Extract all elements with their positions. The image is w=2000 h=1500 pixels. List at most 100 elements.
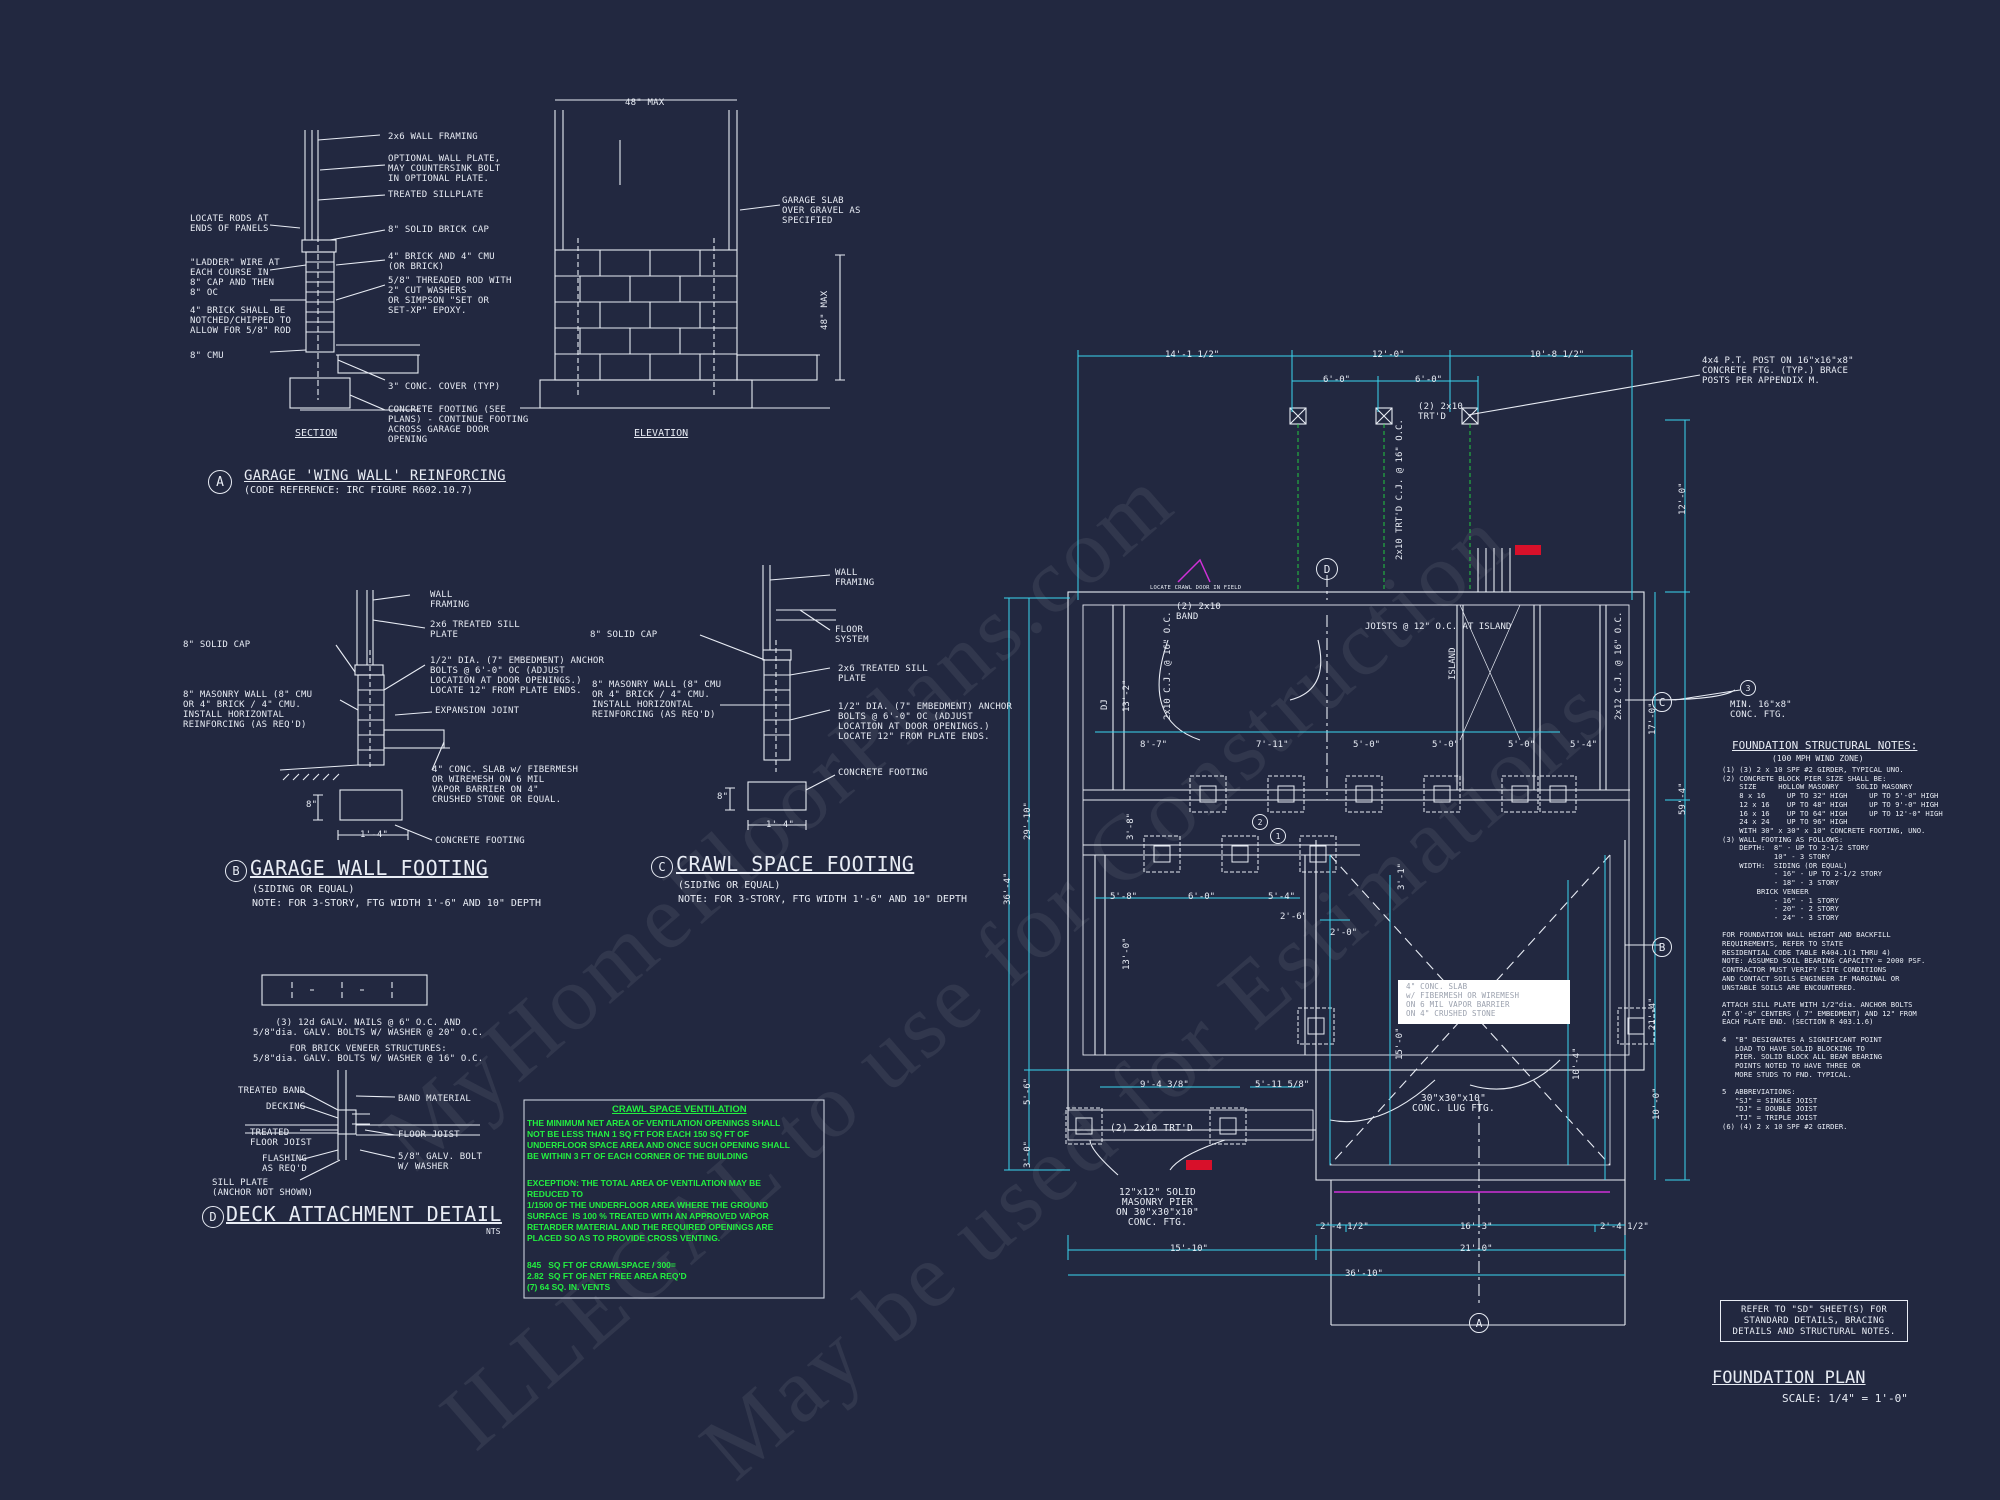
- plan-scale: SCALE: 1/4" = 1'-0": [1782, 1392, 1908, 1405]
- detail-c-label-7: CONCRETE FOOTING: [838, 768, 928, 778]
- dim-bottom-1: 15'-10": [1170, 1244, 1208, 1254]
- detail-c-label-4: 2x6 TREATED SILL PLATE: [838, 664, 928, 684]
- dim-int-19: 10'-4": [1572, 1047, 1582, 1080]
- dim-int-15: 13'-0": [1122, 937, 1132, 970]
- detail-a-note-10: "LADDER" WIRE AT EACH COURSE IN 8" CAP A…: [190, 258, 280, 298]
- detail-b-label-7: 4" CONC. SLAB w/ FIBERMESH OR WIREMESH O…: [432, 765, 579, 805]
- detail-c-note: NOTE: FOR 3-STORY, FTG WIDTH 1'-6" AND 1…: [678, 894, 967, 905]
- detail-b-subtitle: (SIDING OR EQUAL): [252, 884, 355, 895]
- dim-int-1: 8'-7": [1140, 740, 1168, 750]
- callout-crawl-door: LOCATE CRAWL DOOR IN FIELD: [1150, 585, 1242, 591]
- detail-a-note-13: GARAGE SLAB OVER GRAVEL AS SPECIFIED: [782, 196, 861, 226]
- detail-a-leaders: [269, 134, 781, 411]
- detail-a-title: GARAGE 'WING WALL' REINFORCING: [244, 468, 506, 484]
- garage-slab-note-box: 4" CONC. SLAB w/ FIBERMESH OR WIREMESH O…: [1398, 980, 1570, 1024]
- plan-marker-b: B: [1652, 937, 1672, 957]
- detail-d-label-8: BAND MATERIAL: [398, 1094, 472, 1104]
- dim-int-12: 9'-4 3/8": [1140, 1080, 1189, 1090]
- detail-a-note-8: CONCRETE FOOTING (SEE PLANS) - CONTINUE …: [388, 405, 529, 445]
- dim-top-5: 6'-0": [1415, 375, 1443, 385]
- plan-marker-d: D: [1316, 558, 1338, 580]
- structural-notes-title: FOUNDATION STRUCTURAL NOTES:: [1732, 739, 1918, 752]
- dim-right-1: 12'-0": [1678, 482, 1688, 515]
- detail-a-subtitle: (CODE REFERENCE: IRC FIGURE R602.10.7): [244, 485, 473, 496]
- dim-int-14: 13'-2": [1122, 679, 1132, 712]
- detail-d-label-1: (3) 12d GALV. NAILS @ 6" O.C. AND 5/8"di…: [253, 1018, 484, 1038]
- detail-d-drawing: [245, 974, 480, 1181]
- detail-d-label-5: TREATED FLOOR JOIST: [250, 1128, 312, 1148]
- detail-a-note-11: 4" BRICK SHALL BE NOTCHED/CHIPPED TO ALL…: [190, 306, 292, 336]
- dim-int-18: 15'-0": [1395, 1027, 1405, 1060]
- detail-a-note-6: 5/8" THREADED ROD WITH 2" CUT WASHERS OR…: [388, 276, 512, 316]
- detail-b-label-6: EXPANSION JOINT: [435, 706, 520, 716]
- detail-a-note-7: 3" CONC. COVER (TYP): [388, 382, 501, 392]
- detail-c-label-8: 1'-4": [766, 820, 795, 830]
- detail-c-drawing: [699, 565, 836, 830]
- detail-d-label-6: FLASHING AS REQ'D: [262, 1154, 307, 1174]
- detail-b-label-9: 1'-4": [360, 830, 389, 840]
- callout-lug-ftg: 30"x30"x10" CONC. LUG FTG.: [1412, 1093, 1495, 1114]
- callout-deck-beam: (2) 2x10 TRT'D: [1110, 1123, 1193, 1134]
- detail-a-note-3: TREATED SILLPLATE: [388, 190, 484, 200]
- detail-a-note-12: 8" CMU: [190, 351, 224, 361]
- detail-a-marker: A: [208, 470, 232, 494]
- dim-int-11: 2'-0": [1330, 928, 1358, 938]
- plan-marker-3: 3: [1740, 680, 1756, 696]
- plan-marker-2: 2: [1252, 814, 1268, 830]
- detail-b-label-5: 8" MASONRY WALL (8" CMU OR 4" BRICK / 4"…: [183, 690, 313, 730]
- callout-garage-slab: 4" CONC. SLAB w/ FIBERMESH OR WIREMESH O…: [1406, 982, 1520, 1018]
- detail-c-label-3: 8" SOLID CAP: [590, 630, 658, 640]
- ventilation-calc: 845 SQ FT OF CRAWLSPACE / 300= 2.82 SQ F…: [527, 1260, 687, 1292]
- red-tag-1: [1515, 545, 1541, 555]
- plan-title: FOUNDATION PLAN: [1712, 1368, 1866, 1388]
- detail-a-note-5: 4" BRICK AND 4" CMU (OR BRICK): [388, 252, 495, 272]
- callout-min-ftg: MIN. 16"x8" CONC. FTG.: [1730, 700, 1792, 720]
- detail-a-section-drawing: [289, 130, 420, 411]
- detail-b-title: GARAGE WALL FOOTING: [250, 856, 489, 880]
- dim-left-1: 36'-4": [1003, 872, 1013, 905]
- dim-int-10: 2'-6": [1280, 912, 1308, 922]
- plan-marker-a: A: [1469, 1313, 1489, 1333]
- dim-right-4: 21'-4": [1648, 997, 1658, 1030]
- dim-int-13: 5'-11 5/8": [1255, 1080, 1310, 1090]
- dim-bottom-2: 21'-0": [1460, 1244, 1493, 1254]
- detail-d-label-4: DECKING: [266, 1102, 306, 1112]
- detail-d-label-7: SILL PLATE (ANCHOR NOT SHOWN): [212, 1178, 314, 1198]
- detail-c-marker: C: [651, 856, 673, 878]
- detail-c-title: CRAWL SPACE FOOTING: [676, 852, 915, 876]
- dim-int-9: 5'-4": [1268, 892, 1296, 902]
- detail-b-label-3: 8" SOLID CAP: [183, 640, 251, 650]
- callout-post: 4x4 P.T. POST ON 16"x16"x8" CONCRETE FTG…: [1702, 356, 1854, 386]
- structural-notes-subtitle: (100 MPH WIND ZONE): [1772, 754, 1864, 763]
- dim-int-16: 3'-8": [1126, 812, 1136, 840]
- dim-int-6: 5'-4": [1570, 740, 1598, 750]
- dim-int-5: 5'-0": [1508, 740, 1536, 750]
- dim-int-3: 5'-0": [1353, 740, 1381, 750]
- detail-a-max-height: 48" MAX: [820, 290, 830, 330]
- joist-label-2: 2x10 TRT'D C.J. @ 16" O.C.: [1395, 419, 1405, 560]
- detail-a-note-2: OPTIONAL WALL PLATE, MAY COUNTERSINK BOL…: [388, 154, 501, 184]
- red-tag-2: [1186, 1160, 1212, 1170]
- detail-d-scale: NTS: [486, 1227, 501, 1236]
- dim-int-8: 6'-0": [1188, 892, 1216, 902]
- dim-bottom-3: 2'-4 1/2": [1320, 1222, 1369, 1232]
- ventilation-box-border: [523, 1099, 825, 1299]
- dim-int-7: 5'-8": [1110, 892, 1138, 902]
- dim-int-4: 5'-0": [1432, 740, 1460, 750]
- detail-a-note-1: 2x6 WALL FRAMING: [388, 132, 478, 142]
- detail-b-label-8: CONCRETE FOOTING: [435, 836, 525, 846]
- dim-right-3: 59'-4": [1678, 782, 1688, 815]
- detail-d-label-10: 5/8" GALV. BOLT W/ WASHER: [398, 1152, 483, 1172]
- detail-a-max-width: 48" MAX: [625, 98, 665, 108]
- detail-d-label-9: FLOOR JOIST: [398, 1130, 460, 1140]
- detail-c-label-6: 1/2" DIA. (7" EMBEDMENT) ANCHOR BOLTS @ …: [838, 702, 1013, 742]
- dimension-lines: [1004, 350, 1690, 1276]
- ventilation-exception: EXCEPTION: THE TOTAL AREA OF VENTILATION…: [527, 1178, 774, 1243]
- detail-c-label-1: WALL FRAMING: [835, 568, 875, 588]
- dim-top-1: 14'-1 1/2": [1165, 350, 1220, 360]
- refer-box-text: REFER TO "SD" SHEET(S) FOR STANDARD DETA…: [1732, 1305, 1896, 1337]
- detail-b-note: NOTE: FOR 3-STORY, FTG WIDTH 1'-6" AND 1…: [252, 898, 541, 909]
- dim-top-2: 12'-0": [1372, 350, 1405, 360]
- joist-label-1: 2x10 C.J. @ 16" O.C.: [1163, 611, 1173, 720]
